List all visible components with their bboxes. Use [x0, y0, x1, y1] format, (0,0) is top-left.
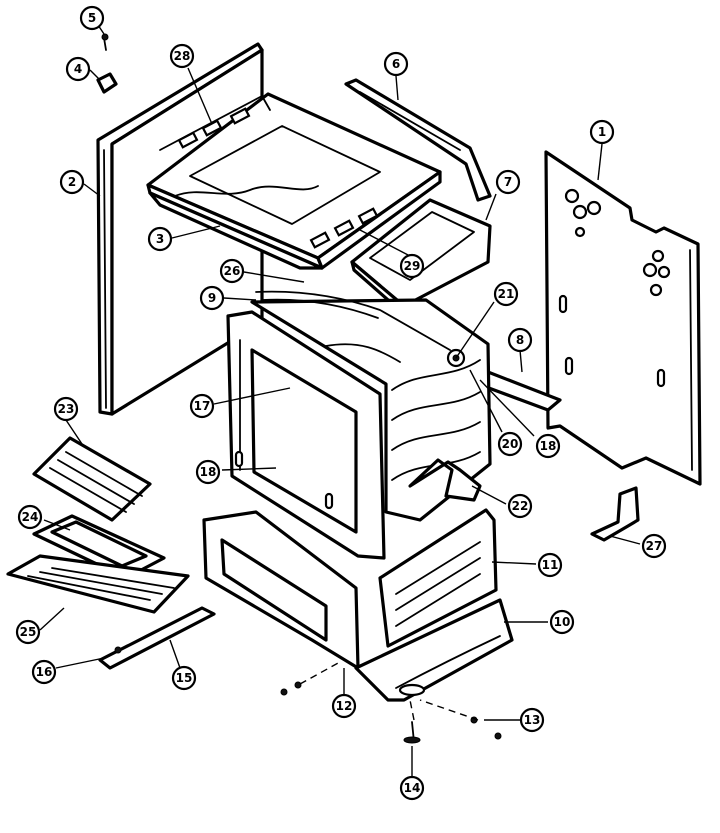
rear-panel — [544, 150, 702, 486]
svg-text:6: 6 — [392, 57, 400, 71]
svg-text:22: 22 — [512, 499, 529, 513]
svg-text:7: 7 — [504, 175, 512, 189]
callout-7: 7 — [495, 169, 521, 195]
callout-25: 25 — [15, 619, 41, 645]
callout-28: 28 — [169, 43, 195, 69]
vent-trim — [344, 78, 492, 202]
callout-29: 29 — [399, 253, 425, 279]
svg-text:24: 24 — [22, 510, 39, 524]
louvered-side-panel — [378, 508, 498, 648]
callout-10: 10 — [549, 609, 575, 635]
bake-burner — [255, 290, 451, 363]
svg-text:25: 25 — [20, 625, 37, 639]
base-pan — [354, 598, 514, 702]
callout-5: 5 — [79, 5, 105, 31]
svg-text:29: 29 — [404, 259, 421, 273]
svg-text:28: 28 — [174, 49, 191, 63]
drawer-rail — [98, 606, 216, 670]
svg-text:8: 8 — [516, 333, 524, 347]
callout-2: 2 — [59, 169, 85, 195]
svg-text:23: 23 — [58, 402, 75, 416]
broiler-pan-rack-23 — [32, 436, 152, 522]
callout-12: 12 — [331, 693, 357, 719]
callout-20: 20 — [497, 431, 523, 457]
svg-text:4: 4 — [74, 62, 82, 76]
front-frame — [226, 310, 386, 560]
svg-text:27: 27 — [646, 539, 663, 553]
callout-8: 8 — [507, 327, 533, 353]
callout-15: 15 — [171, 665, 197, 691]
svg-text:12: 12 — [336, 699, 353, 713]
svg-text:15: 15 — [176, 671, 193, 685]
svg-text:1: 1 — [598, 125, 606, 139]
callout-21: 21 — [493, 281, 519, 307]
callout-27: 27 — [641, 533, 667, 559]
callout-4: 4 — [65, 56, 91, 82]
cooktop-top — [146, 92, 442, 270]
screw-12 — [280, 681, 302, 696]
svg-text:3: 3 — [156, 232, 164, 246]
callout-16: 16 — [31, 659, 57, 685]
callout-6: 6 — [383, 51, 409, 77]
callout-13: 13 — [519, 707, 545, 733]
callout-17: 17 — [189, 393, 215, 419]
callout-24: 24 — [17, 504, 43, 530]
callout-23: 23 — [53, 396, 79, 422]
callout-9: 9 — [199, 285, 225, 311]
svg-text:21: 21 — [498, 287, 515, 301]
leader-lines — [39, 21, 641, 776]
svg-text:14: 14 — [404, 781, 421, 795]
svg-text:2: 2 — [68, 175, 76, 189]
screw-part-5 — [101, 33, 109, 51]
broiler-pan-24 — [32, 514, 166, 580]
svg-text:16: 16 — [36, 665, 53, 679]
callout-11: 11 — [537, 552, 563, 578]
svg-text:13: 13 — [524, 713, 541, 727]
callout-3: 3 — [147, 226, 173, 252]
svg-text:26: 26 — [224, 264, 241, 278]
svg-text:17: 17 — [194, 399, 211, 413]
svg-text:5: 5 — [88, 11, 96, 25]
oven-rack-25 — [6, 554, 190, 614]
svg-text:9: 9 — [208, 291, 216, 305]
callout-26: 26 — [219, 258, 245, 284]
svg-text:20: 20 — [502, 437, 519, 451]
callout-22: 22 — [507, 493, 533, 519]
leveling-leg — [403, 721, 421, 744]
svg-text:10: 10 — [554, 615, 571, 629]
callout-1: 1 — [589, 119, 615, 145]
callout-18-right: 18 — [535, 433, 561, 459]
svg-text:11: 11 — [542, 558, 559, 572]
clip-part-4 — [96, 72, 118, 94]
svg-text:18: 18 — [200, 465, 217, 479]
callout-18-left: 18 — [195, 459, 221, 485]
igniter-bracket — [408, 458, 482, 502]
svg-text:18: 18 — [540, 439, 557, 453]
small-bracket — [590, 486, 640, 542]
callout-14: 14 — [399, 775, 425, 801]
